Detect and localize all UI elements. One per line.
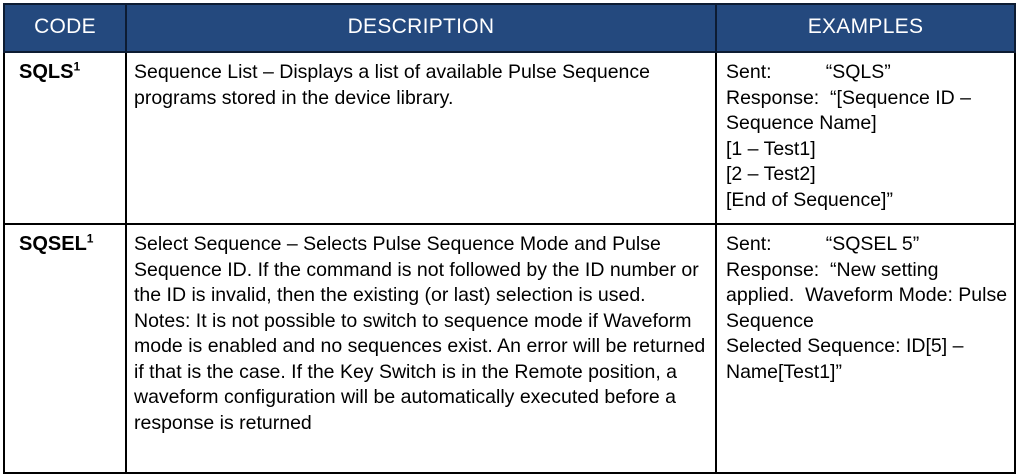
code-label: SQLS <box>19 61 74 83</box>
table-header: CODE DESCRIPTION EXAMPLES <box>3 3 1016 53</box>
cell-description: Sequence List – Displays a list of avail… <box>125 51 717 225</box>
description-paragraph: Sequence List – Displays a list of avail… <box>134 61 650 109</box>
description-notes-paragraph: Notes: It is not possible to switch to s… <box>134 309 706 434</box>
column-header-examples: EXAMPLES <box>715 3 1016 53</box>
table-body: SQLS1 Sequence List – Displays a list of… <box>3 51 1016 474</box>
cell-description: Select Sequence – Selects Pulse Sequence… <box>125 223 717 474</box>
table-row: SQSEL1 Select Sequence – Selects Pulse S… <box>3 223 1016 474</box>
table-header-row: CODE DESCRIPTION EXAMPLES <box>3 3 1016 53</box>
command-reference-table: CODE DESCRIPTION EXAMPLES SQLS1 Sequence… <box>3 3 1016 474</box>
cell-examples: Sent: “SQLS” Response: “[Sequence ID – S… <box>715 51 1016 225</box>
column-header-code: CODE <box>3 3 127 53</box>
table-row: SQLS1 Sequence List – Displays a list of… <box>3 51 1016 225</box>
document-sheet: CODE DESCRIPTION EXAMPLES SQLS1 Sequence… <box>3 3 1016 474</box>
column-header-description: DESCRIPTION <box>125 3 717 53</box>
cell-examples: Sent: “SQSEL 5” Response: “New setting a… <box>715 223 1016 474</box>
cell-code: SQLS1 <box>3 51 127 225</box>
cell-code: SQSEL1 <box>3 223 127 474</box>
code-label: SQSEL <box>19 233 87 255</box>
description-paragraph: Select Sequence – Selects Pulse Sequence… <box>134 233 699 306</box>
code-footnote-marker: 1 <box>86 231 94 246</box>
code-footnote-marker: 1 <box>73 59 81 74</box>
